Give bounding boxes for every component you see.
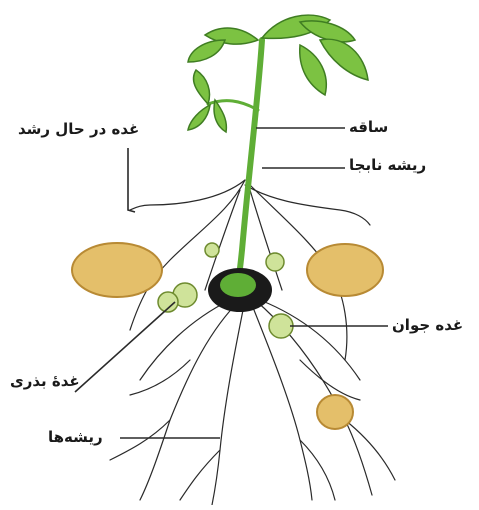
label-roots: ریشه‌ها (48, 430, 103, 445)
leaf (214, 100, 226, 132)
tuber-bottom-right (317, 395, 353, 429)
young-tuber (266, 253, 284, 271)
leader-seed-tuber (75, 302, 175, 392)
tuber-right (307, 244, 383, 296)
leaf (188, 105, 210, 130)
leaf (320, 39, 368, 80)
young-tuber (269, 314, 293, 338)
tuber-left (72, 243, 162, 297)
root-system (110, 180, 395, 505)
label-adventitious-root: ریشه نابجا (349, 158, 426, 173)
label-stem: ساقه (349, 120, 388, 135)
leaf (300, 45, 327, 95)
seed-tuber-green-base (220, 273, 256, 297)
young-tuber (205, 243, 219, 257)
label-young-tuber: غده جوان (392, 318, 463, 333)
label-growing-tuber: غده در حال رشد (18, 122, 139, 137)
leaf (188, 40, 225, 62)
label-seed-tuber: غدهٔ بذری (10, 374, 80, 389)
leaves (188, 15, 368, 132)
leaf (193, 70, 209, 104)
leader-growing-tuber (128, 148, 135, 212)
main-stem (236, 40, 262, 300)
